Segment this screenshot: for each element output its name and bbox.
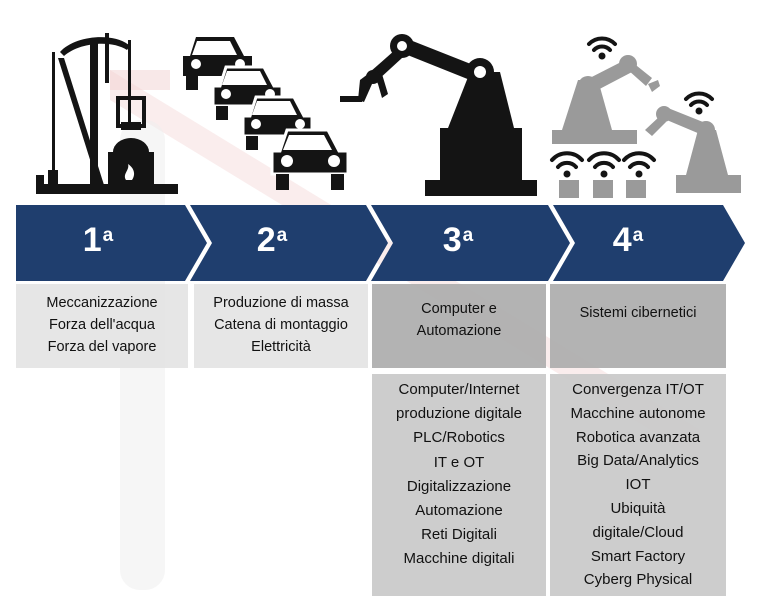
- chevron-stage-3: [371, 205, 570, 281]
- chevron-stage-4: [553, 205, 745, 281]
- iot-robots-icon: [550, 36, 741, 198]
- robot-arm-icon: [340, 34, 537, 196]
- stage-1-label: 1a: [82, 221, 114, 259]
- stage-4-label: 4a: [612, 221, 644, 259]
- timeline-arrow-band: [16, 205, 745, 281]
- stage-3-label: 3a: [442, 221, 474, 259]
- stage-2-description: Produzione di massa Catena di montaggio …: [194, 284, 368, 368]
- chevron-stage-2: [190, 205, 388, 281]
- cars-assembly-icon: [183, 37, 350, 190]
- stage-3-description: Computer e Automazione: [372, 284, 546, 368]
- stage-4-details: Convergenza IT/OT Macchine autonome Robo…: [550, 374, 726, 596]
- stage-3-details: Computer/Internet produzione digitale PL…: [372, 374, 546, 596]
- stage-1-description: Meccanizzazione Forza dell'acqua Forza d…: [16, 284, 188, 368]
- stage-2-label: 2a: [256, 221, 288, 259]
- chevron-stage-1: [16, 205, 207, 281]
- stage-4-description: Sistemi cibernetici: [550, 284, 726, 368]
- steam-engine-icon: [36, 33, 178, 194]
